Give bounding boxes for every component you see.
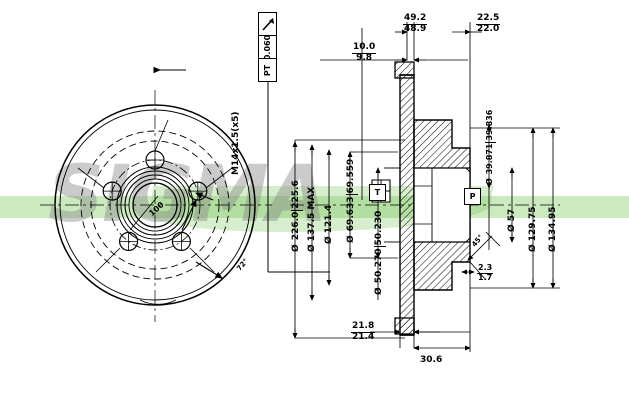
dia-39-871: Ø 39.871 39.836	[485, 109, 496, 185]
dia-50-270-prefix: Ø	[374, 287, 384, 295]
dim-10-0-upper: 10.0	[352, 42, 377, 54]
fcf-tolerance-value: 0.060	[263, 36, 272, 59]
dia-50-270: Ø 50.270 50.230	[374, 210, 386, 295]
dia-69-633: Ø 69.633 69.559	[346, 158, 358, 243]
dia-39-871-lower: 39.836	[485, 109, 494, 141]
dim-21-8: 21.8 21.4	[351, 321, 376, 342]
dia-69-633-upper: 69.633	[346, 194, 358, 233]
right-dimension-lines	[470, 124, 560, 289]
dia-50-270-lower: 50.230	[374, 210, 384, 246]
dia-121-4: Ø 121.4	[324, 204, 334, 244]
dim-2-3-lower: 1.7	[478, 272, 493, 282]
dia-226: Ø 226.0 225.6	[291, 179, 303, 252]
dim-21-8-upper: 21.8	[351, 321, 376, 333]
dim-2-3-upper: 2.3	[477, 263, 494, 274]
dia-226-prefix: Ø	[291, 244, 301, 252]
datum-box-left: T	[369, 184, 386, 201]
datum-box-right: P	[464, 188, 481, 205]
thread-note: M14x1.5(x5)	[231, 111, 241, 175]
dim-49-2-lower: 48.9	[404, 23, 427, 34]
dim-30-6: 30.6	[420, 355, 443, 365]
dia-226-upper: 226.0	[291, 209, 303, 242]
fcf-tolerance-cell: 0.060	[259, 36, 276, 59]
dia-137-5: Ø 137.5 MAX	[307, 186, 317, 252]
dia-226-lower: 225.6	[291, 180, 301, 209]
dim-2-3: 2.3 1.7	[477, 263, 494, 282]
dim-10-0-lower: 9.8	[356, 52, 373, 63]
dim-49-2: 49.2 48.9	[403, 13, 428, 34]
dia-129-75: Ø 129.75	[528, 206, 538, 252]
runout-symbol-cell	[259, 13, 276, 36]
top-dimension-lines	[320, 22, 482, 200]
circular-runout-icon	[261, 18, 274, 31]
dia-50-270-upper: 50.270	[374, 246, 386, 285]
dia-39-871-prefix: Ø	[485, 178, 494, 185]
dia-134-95: Ø 134.95	[548, 206, 558, 252]
fcf-leader	[268, 82, 330, 272]
dim-49-2-upper: 49.2	[403, 13, 428, 25]
section-view-geometry	[290, 62, 560, 335]
datum-left-label: T	[374, 187, 381, 197]
dim-22-5-upper: 22.5	[476, 13, 501, 25]
fcf-datum-value: PT	[262, 64, 272, 76]
front-view-geometry	[40, 66, 272, 322]
datum-right-label: P	[469, 191, 476, 201]
dia-39-871-upper: 39.871	[485, 141, 496, 176]
fcf-datum-cell: PT	[259, 59, 276, 81]
dia-69-633-prefix: Ø	[346, 235, 356, 243]
dim-21-8-lower: 21.4	[352, 331, 375, 342]
feature-control-frame: 0.060 PT	[258, 12, 277, 82]
dia-69-633-lower: 69.559	[346, 158, 356, 194]
stud-holes	[103, 151, 207, 250]
dia-57: Ø 57	[507, 208, 517, 232]
dim-22-5-lower: 22.0	[477, 23, 500, 34]
dim-22-5: 22.5 22.0	[476, 13, 501, 34]
dim-10-0: 10.0 9.8	[352, 42, 377, 63]
